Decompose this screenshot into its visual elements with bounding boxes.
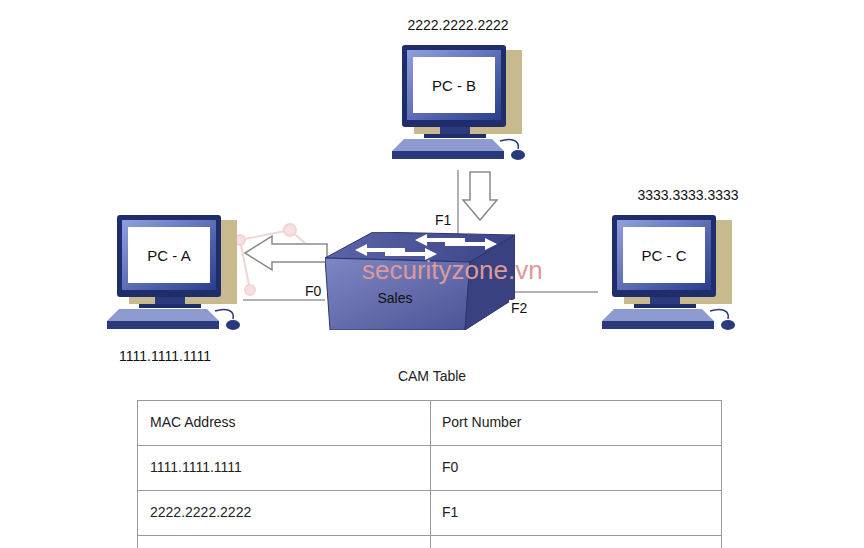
network-cable [515,292,598,293]
pc-icon [103,215,243,340]
device-label: PC - A [128,247,210,264]
device-label: Sales [365,290,425,306]
table-cell: 1111.1111.1111 [150,459,242,475]
pc-node: PC - C3333.3333.3333 [598,215,738,340]
table-cell: F0 [442,459,458,475]
mac-address: 3333.3333.3333 [608,187,768,203]
pc-node: PC - B2222.2222.2222 [388,45,528,170]
mac-address: 1111.1111.1111 [95,348,235,364]
watermark: securityzone.vn [362,255,543,286]
mac-address: 2222.2222.2222 [378,17,538,33]
table-cell: F1 [442,504,458,520]
network-cable [243,300,325,301]
pc-icon [598,215,738,340]
cam-table-grid [137,400,722,548]
port-label: F0 [303,283,323,299]
device-label: PC - C [623,247,705,264]
table-header: Port Number [442,414,521,430]
table-cell: 2222.2222.2222 [150,504,251,520]
device-label: PC - B [413,77,495,94]
port-label: F2 [509,300,529,316]
pc-node: PC - A1111.1111.1111 [103,215,243,340]
table-title: CAM Table [382,368,482,384]
port-label: F1 [433,212,453,228]
table-header: MAC Address [150,414,236,430]
pc-icon [388,45,528,170]
